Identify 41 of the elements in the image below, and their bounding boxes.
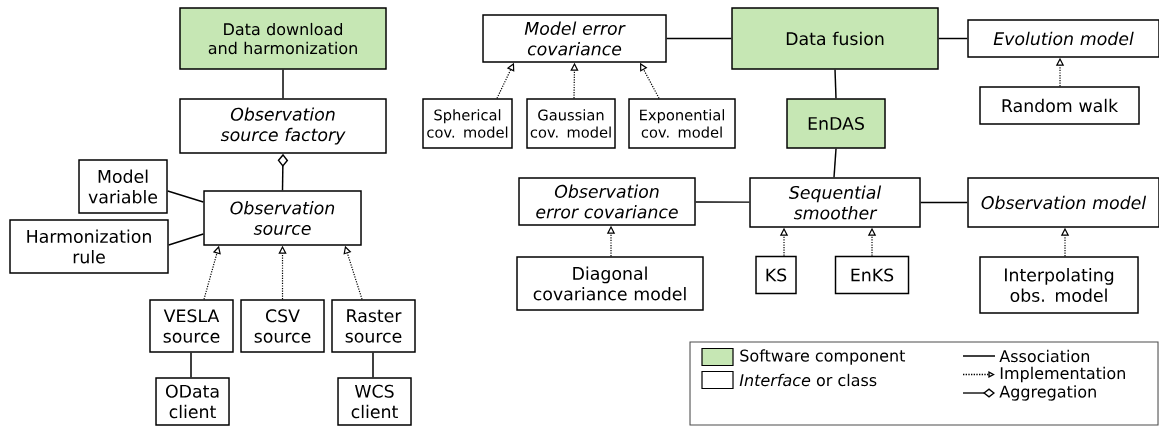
class-box: Harmonization rule: [9, 219, 169, 274]
interface-box: Observation model: [967, 177, 1159, 228]
association-line: [282, 69, 284, 99]
association-line: [938, 37, 968, 40]
association-line: [190, 352, 192, 378]
interface-box: Observation error covariance: [518, 177, 696, 226]
class-box: Interpolating obs. model: [979, 256, 1139, 314]
component-box: EnDAS: [786, 98, 886, 149]
class-box: OData client: [155, 377, 230, 426]
class-box: WCS client: [337, 377, 412, 426]
class-box: Exponential cov. model: [628, 98, 736, 149]
legend-label: Association: [999, 349, 1090, 363]
legend-label: Interface or class: [739, 373, 877, 387]
class-box: Model variable: [78, 159, 168, 214]
interface-box: Observation source factory: [179, 98, 387, 154]
association-line: [168, 233, 204, 246]
legend-label: Aggregation: [999, 385, 1096, 401]
interface-box: Evolution model: [967, 19, 1159, 58]
class-box: Diagonal covariance model: [516, 256, 704, 311]
association-line: [167, 190, 204, 203]
class-box: KS: [755, 255, 797, 295]
interface-box: Observation source: [203, 190, 362, 246]
association-line: [920, 201, 968, 204]
association-line: [833, 148, 837, 178]
legend-label: Software component: [740, 349, 906, 365]
component-box: Data download and harmonization: [179, 7, 387, 70]
association-line: [666, 37, 732, 40]
class-box: EnKS: [834, 255, 910, 295]
interface-box: Sequential smoother: [749, 177, 921, 228]
class-box: Spherical cov. model: [422, 98, 513, 149]
class-box: Gaussian cov. model: [526, 98, 616, 149]
interface-box: Model error covariance: [482, 14, 667, 63]
association-line: [695, 201, 750, 203]
class-box: CSV source: [240, 299, 325, 353]
component-box: Data fusion: [731, 7, 939, 70]
legend-label: Implementation: [1000, 366, 1125, 383]
class-box: Random walk: [979, 86, 1140, 125]
class-box: Raster source: [331, 299, 416, 353]
association-line: [834, 69, 837, 99]
association-line: [372, 352, 374, 378]
class-box: VESLA source: [149, 299, 234, 353]
